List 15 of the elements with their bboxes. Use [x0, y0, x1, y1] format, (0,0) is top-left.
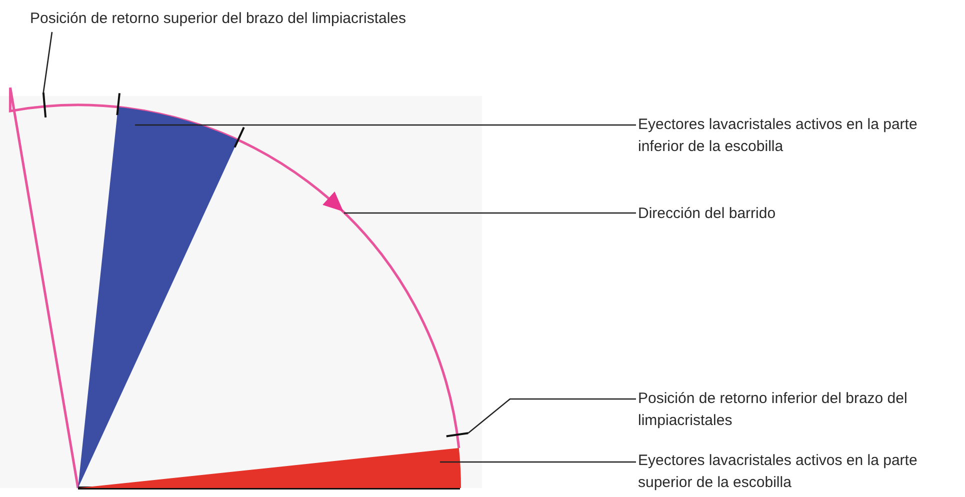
spray-sector [78, 93, 245, 488]
spray-sector [78, 448, 461, 488]
leader-line [135, 124, 636, 126]
position-tick [42, 92, 47, 118]
callout-label: Dirección del barrido [638, 203, 938, 225]
callout-label: Posición de retorno superior del brazo del limpiacristales [30, 8, 590, 30]
direction-arrowhead [322, 192, 344, 212]
leader-line [344, 212, 636, 214]
callout-label: Eyectores lavacristales activos en la parte inferior de la escobilla [638, 114, 958, 158]
leader-line [42, 32, 53, 93]
callout-label: Eyectores lavacristales activos en la parte superior de la escobilla [638, 450, 958, 494]
leader-line [468, 398, 636, 434]
callout-label: Posición de retorno inferior del brazo del limpiacristales [638, 388, 963, 432]
position-tick [446, 432, 468, 438]
leader-line [440, 461, 636, 463]
